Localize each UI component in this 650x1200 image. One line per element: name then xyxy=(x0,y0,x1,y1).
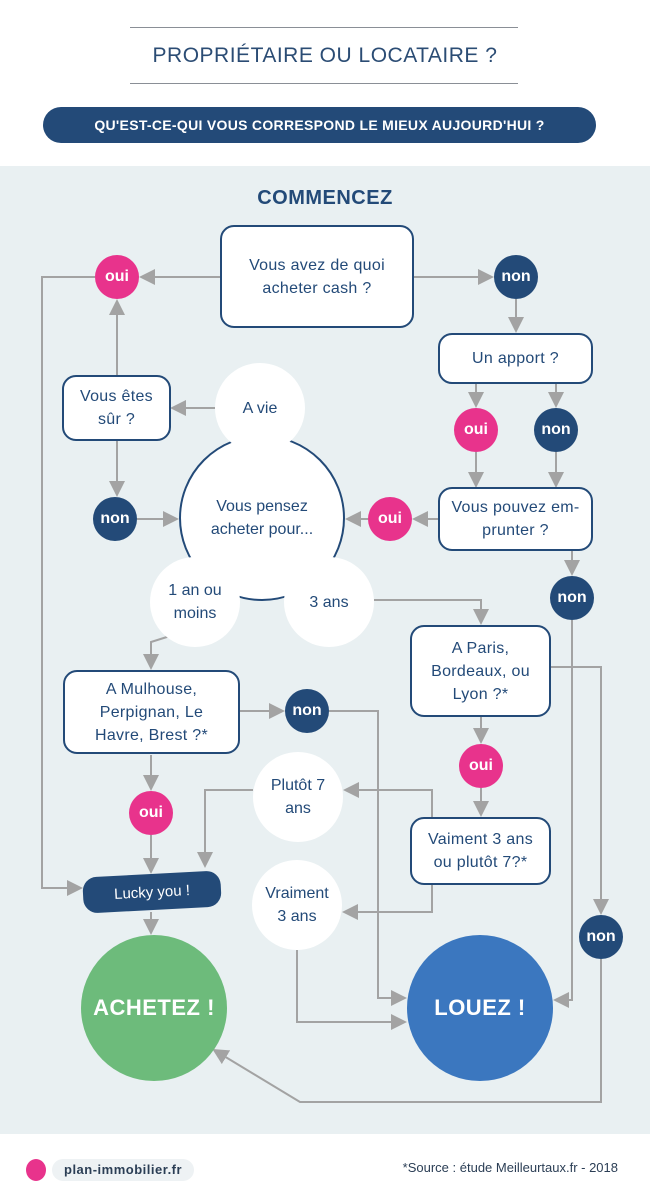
question-mulhouse: A Mulhouse, Perpignan, Le Havre, Brest ?… xyxy=(63,670,240,754)
answer-non: non xyxy=(285,689,329,733)
subtitle-banner: QU'EST-CE-QUI VOUS CORRESPOND LE MIEUX A… xyxy=(43,107,596,143)
answer-oui: oui xyxy=(95,255,139,299)
answer-non: non xyxy=(579,915,623,959)
question-apport: Un apport ? xyxy=(438,333,593,384)
result-achetez: ACHETEZ ! xyxy=(81,935,227,1081)
divider xyxy=(130,27,518,28)
option-vraiment-3: Vraiment 3 ans xyxy=(252,860,342,950)
question-emprunter: Vous pouvez em-prunter ? xyxy=(438,487,593,551)
arrow xyxy=(41,276,95,896)
brand-dot-icon xyxy=(26,1159,46,1181)
answer-oui: oui xyxy=(459,744,503,788)
option-a-vie: A vie xyxy=(215,363,305,453)
answer-oui: oui xyxy=(129,791,173,835)
arrow xyxy=(343,782,433,817)
question-paris: A Paris, Bordeaux, ou Lyon ?* xyxy=(410,625,551,717)
arrow xyxy=(329,710,407,1006)
question-sur: Vous êtes sûr ? xyxy=(62,375,171,441)
arrow xyxy=(550,666,609,915)
arrow xyxy=(143,635,171,670)
source-note: *Source : étude Meilleurtaux.fr - 2018 xyxy=(402,1160,618,1175)
question-cash: Vous avez de quoi acheter cash ? xyxy=(220,225,414,328)
page-title: PROPRIÉTAIRE OU LOCATAIRE ? xyxy=(152,44,498,67)
answer-oui: oui xyxy=(368,497,412,541)
arrow xyxy=(553,620,573,1008)
header: PROPRIÉTAIRE OU LOCATAIRE ? QU'EST-CE-QU… xyxy=(0,0,650,166)
answer-non: non xyxy=(93,497,137,541)
arrow xyxy=(197,789,253,868)
answer-non: non xyxy=(494,255,538,299)
option-un-an: 1 an ou moins xyxy=(150,557,240,647)
question-vaiment: Vaiment 3 ans ou plutôt 7?* xyxy=(410,817,551,885)
arrow xyxy=(374,599,489,625)
arrow xyxy=(212,959,602,1103)
answer-non: non xyxy=(550,576,594,620)
start-label: COMMENCEZ xyxy=(257,187,393,209)
divider xyxy=(130,83,518,84)
option-plutot-7: Plutôt 7 ans xyxy=(253,752,343,842)
result-louez: LOUEZ ! xyxy=(407,935,553,1081)
answer-oui: oui xyxy=(454,408,498,452)
arrow xyxy=(296,950,407,1030)
option-trois-ans: 3 ans xyxy=(284,557,374,647)
lucky-you-label: Lucky you ! xyxy=(82,870,222,914)
arrow xyxy=(342,884,433,920)
site-link[interactable]: plan-immobilier.fr xyxy=(52,1159,195,1181)
answer-non: non xyxy=(534,408,578,452)
